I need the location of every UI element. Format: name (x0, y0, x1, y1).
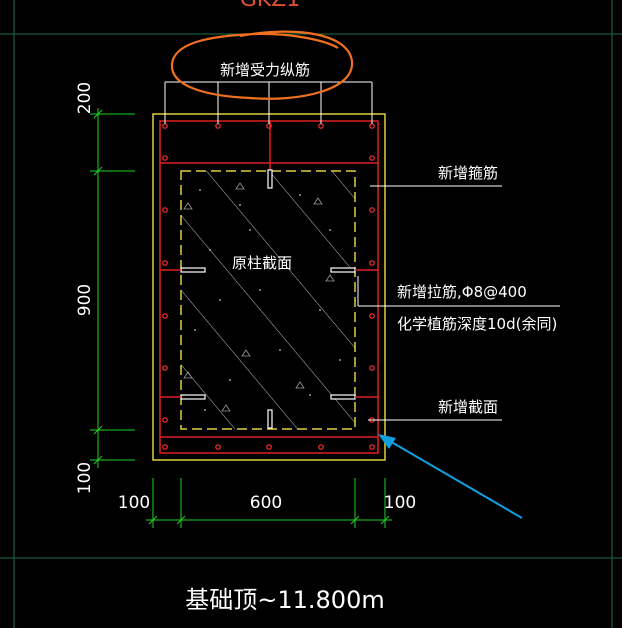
dim-center: 600 (250, 493, 282, 513)
label-new-section: 新增截面 (438, 398, 498, 416)
label-stirrups: 新增箍筋 (438, 164, 498, 182)
dim-left: 100 (118, 493, 150, 513)
vertical-dimensions (90, 108, 135, 468)
label-longitudinal-bars: 新增受力纵筋 (220, 61, 310, 79)
label-anchor-depth: 化学植筋深度10d(余同) (397, 315, 557, 333)
horizontal-dimensions (146, 478, 392, 528)
label-tie-bars: 新增拉筋,Φ8@400 (397, 283, 527, 301)
label-original-section: 原柱截面 (232, 254, 292, 272)
arrow-pointer-icon (378, 434, 523, 519)
dim-middle: 900 (75, 284, 95, 316)
tie-bar-links (160, 269, 378, 398)
stirrup-bars (160, 121, 378, 438)
original-section-outline (180, 170, 356, 430)
original-section-hatch (181, 171, 355, 429)
tie-bars (180, 169, 356, 429)
concrete-triangles (183, 182, 335, 412)
longitudinal-bar-leaders (164, 81, 373, 124)
dim-top: 200 (75, 82, 95, 114)
hand-drawn-circle-annotation (170, 30, 354, 100)
label-elevation: 基础顶~11.800m (185, 586, 384, 614)
dim-right: 100 (384, 493, 416, 513)
concrete-speckles (194, 189, 341, 411)
right-leaders (357, 185, 560, 421)
dim-bottom: 100 (75, 462, 95, 494)
top-label-partial: GKZ1 (240, 0, 301, 12)
